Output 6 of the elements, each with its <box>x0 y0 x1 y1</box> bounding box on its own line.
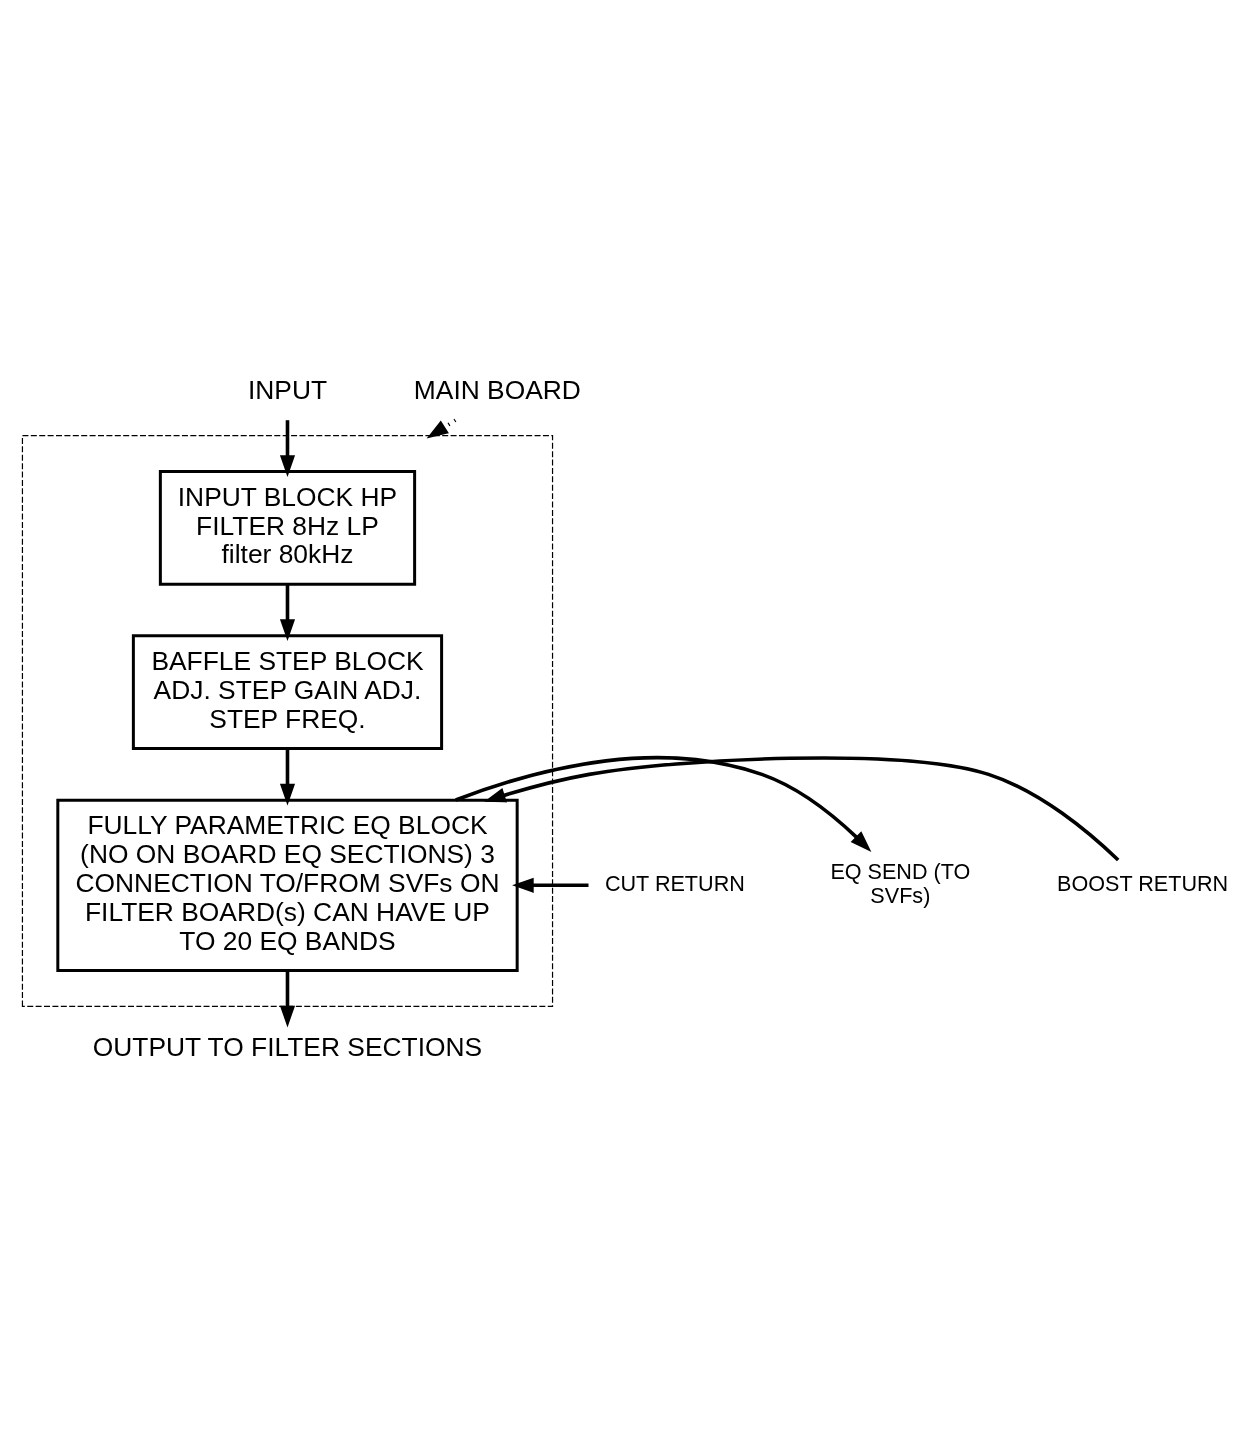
node-text: CUT RETURN <box>604 870 745 896</box>
node-text: INPUT <box>247 374 328 405</box>
node-text: OUTPUT TO FILTER SECTIONS <box>92 1031 483 1062</box>
node-text: MAIN BOARD <box>413 374 581 405</box>
node-text: EQ SEND (TO SVFs) <box>830 858 971 908</box>
node-text: BOOST RETURN <box>1057 870 1229 896</box>
